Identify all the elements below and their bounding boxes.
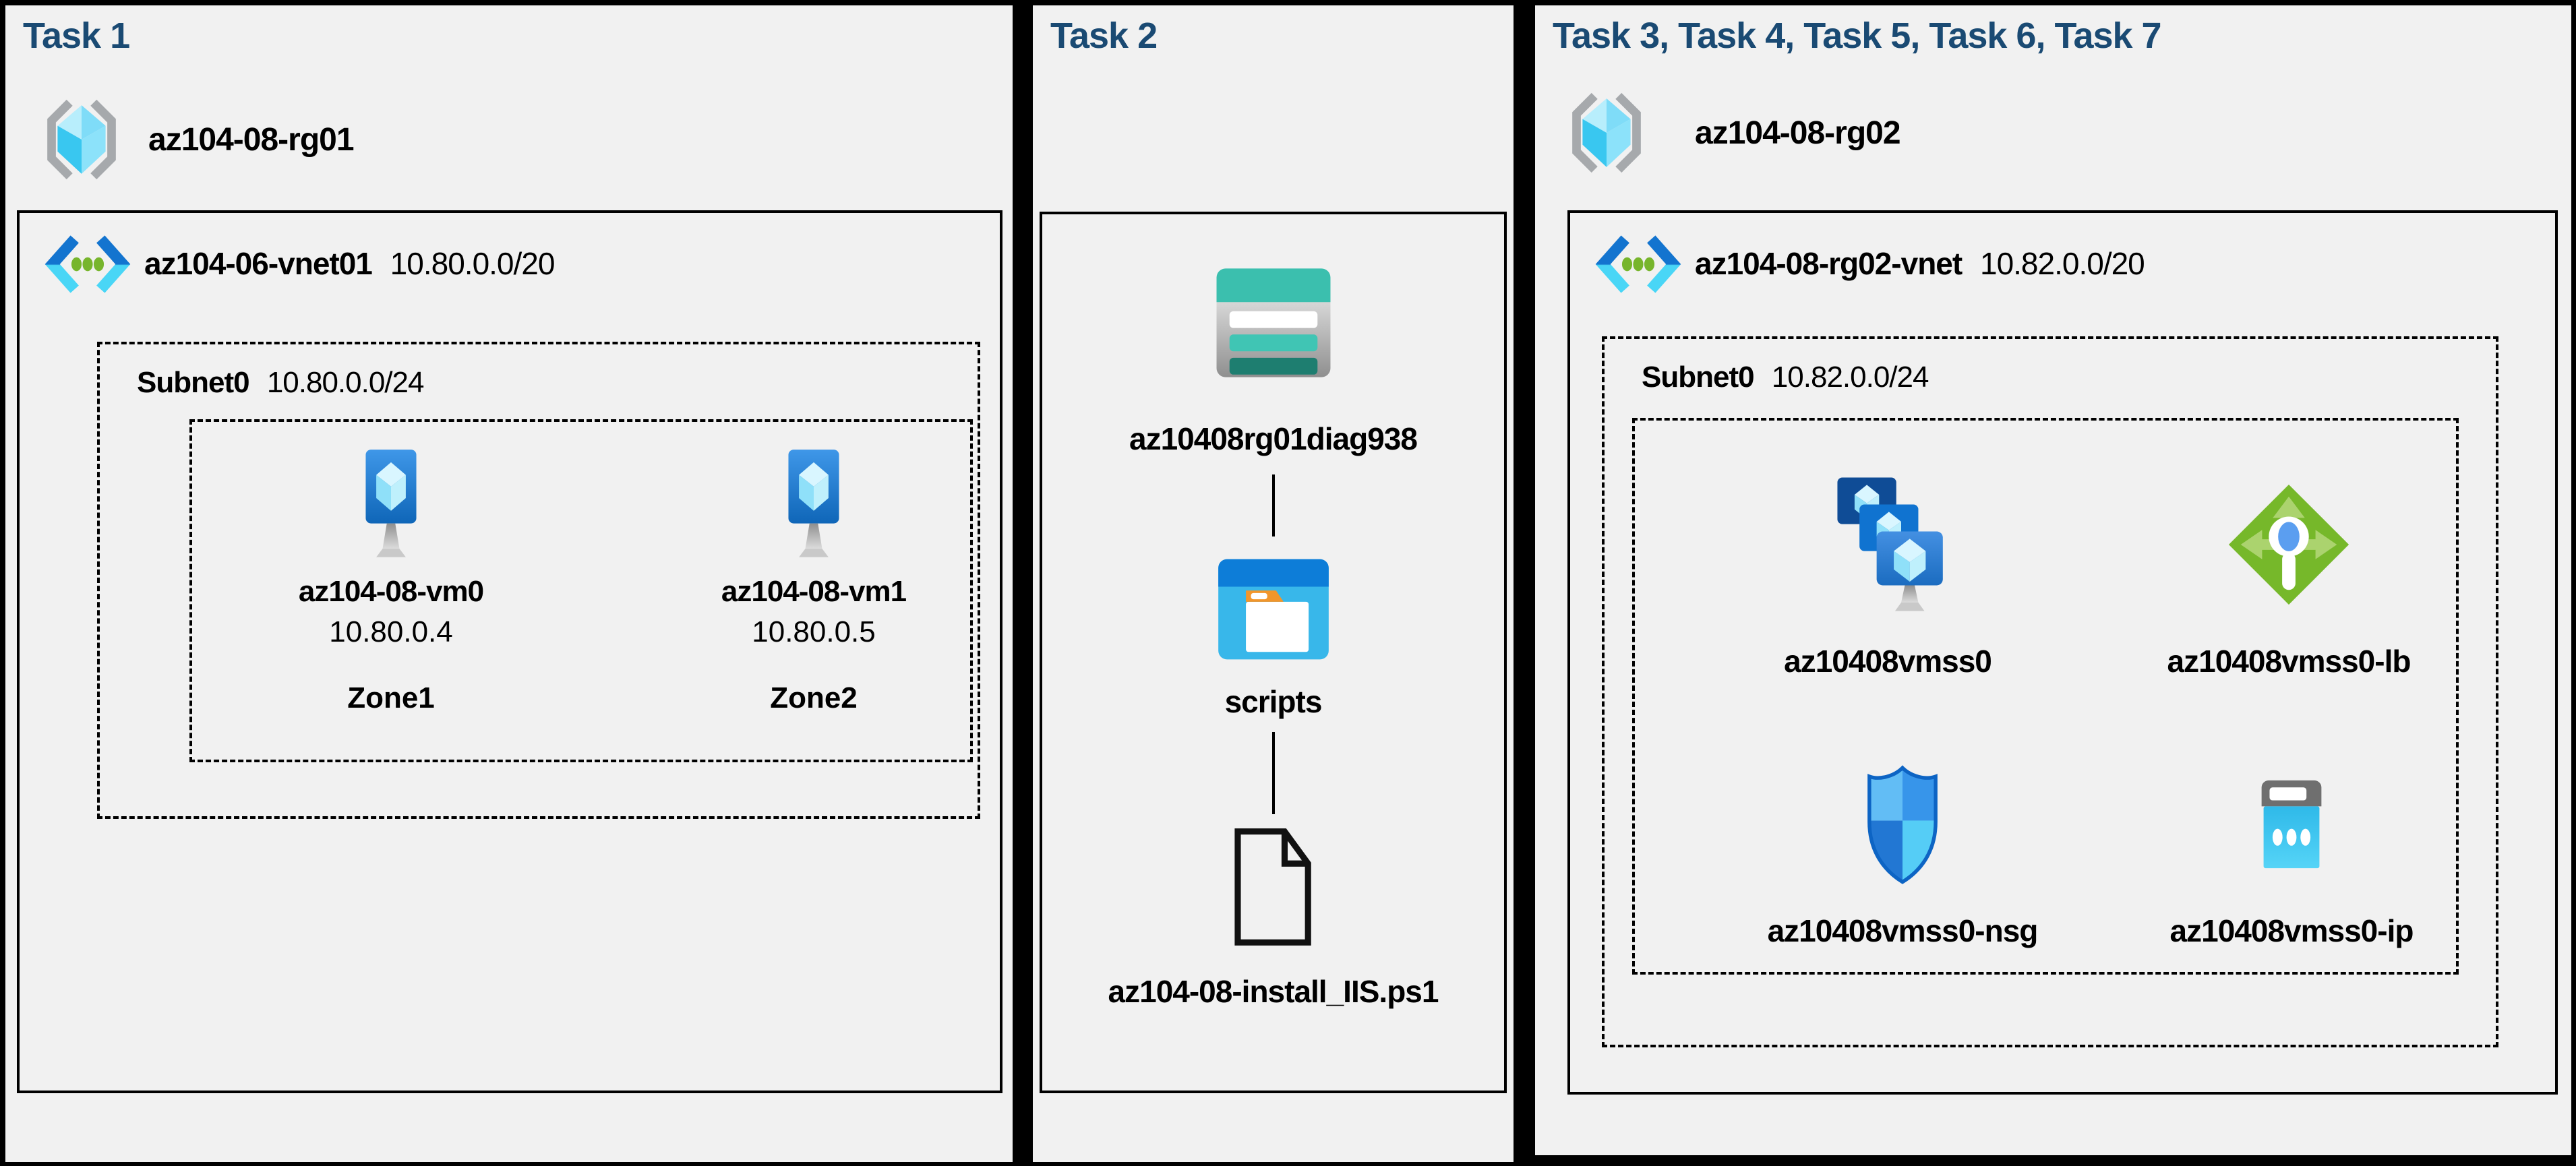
storage-account-name: az10408rg01diag938: [1129, 421, 1418, 456]
storage-account-icon: [1216, 268, 1330, 377]
connector-line: [1271, 732, 1275, 814]
vm-group-boundary: az104-08-vm0 10.80.0.4 Zone1 az104-08-vm…: [189, 419, 973, 762]
vnet-boundary: az104-06-vnet01 10.80.0.0/20 Subnet0 10.…: [17, 210, 1002, 1093]
resource-group-boundary: az10408vmss0 az104: [1632, 418, 2459, 975]
script-file-node: [1042, 824, 1504, 953]
resource-group-name: az104-08-rg02: [1695, 115, 1901, 151]
resource-group-icon: [47, 99, 116, 180]
virtual-network-icon: [44, 235, 131, 293]
vm-zone: Zone1: [347, 681, 435, 714]
task1-title: Task 1: [23, 16, 130, 56]
public-ip-node: az10408vmss0-ip: [2096, 736, 2487, 949]
nsg-name: az10408vmss0-nsg: [1767, 913, 2039, 948]
vm-ip: 10.80.0.4: [329, 615, 453, 648]
storage-account-node: [1042, 260, 1504, 389]
vnet-label: az104-06-vnet01 10.80.0.0/20: [144, 245, 556, 282]
icon-wrap: [1692, 446, 2083, 643]
vmss-icon: [1837, 477, 1943, 611]
nsg-node: az10408vmss0-nsg: [1707, 736, 2098, 949]
vm-ip: 10.80.0.5: [752, 615, 876, 648]
task3-title: Task 3, Task 4, Task 5, Task 6, Task 7: [1553, 16, 2162, 56]
public-ip-icon: [2261, 780, 2322, 869]
load-balancer-name: az10408vmss0-lb: [2167, 644, 2412, 679]
load-balancer-node: az10408vmss0-lb: [2093, 446, 2484, 679]
connector-line: [1271, 474, 1275, 536]
virtual-machine-icon: [365, 450, 417, 557]
task3-panel: Task 3, Task 4, Task 5, Task 6, Task 7 a…: [1535, 5, 2571, 1155]
vm-name: az104-08-vm0: [298, 575, 484, 608]
load-balancer-icon: [2228, 484, 2349, 605]
task2-boundary: az10408rg01diag938 scripts az104-08-inst…: [1040, 212, 1507, 1093]
vmss-node: az10408vmss0: [1692, 446, 2083, 679]
vnet-name: az104-08-rg02-vnet: [1695, 246, 1963, 281]
task2-panel: Task 2 az10408rg01diag938 scripts: [1033, 5, 1514, 1162]
public-ip-name: az10408vmss0-ip: [2169, 913, 2414, 948]
vm-name: az104-08-vm1: [721, 575, 907, 608]
resource-group-icon: [1572, 92, 1641, 173]
vnet-cidr: 10.80.0.0/20: [390, 246, 556, 281]
icon-wrap: [2093, 446, 2484, 643]
icon-wrap: [2096, 736, 2487, 913]
vm-zone: Zone2: [770, 681, 858, 714]
subnet-cidr: 10.80.0.0/24: [266, 366, 425, 399]
blob-container-icon: [1218, 559, 1329, 660]
script-file-name: az104-08-install_IIS.ps1: [1108, 974, 1439, 1009]
nsg-icon: [1867, 765, 1938, 884]
task1-panel: Task 1 az104-08-rg01 az104-06-vnet01 10.…: [5, 5, 1013, 1162]
vmss-name: az10408vmss0: [1784, 644, 1992, 679]
vnet-boundary: az104-08-rg02-vnet 10.82.0.0/20 Subnet0 …: [1567, 210, 2558, 1095]
subnet-boundary: Subnet0 10.80.0.0/24 az104-08-vm0 10.80.…: [97, 342, 980, 819]
container-name: scripts: [1224, 684, 1323, 719]
task2-title: Task 2: [1050, 16, 1158, 56]
virtual-machine-icon: [788, 450, 839, 557]
resource-group-name: az104-08-rg01: [148, 122, 355, 158]
subnet-label: Subnet0 10.82.0.0/24: [1642, 361, 1929, 394]
vm-node: az104-08-vm0 10.80.0.4 Zone1: [263, 448, 519, 715]
vnet-label: az104-08-rg02-vnet 10.82.0.0/20: [1695, 245, 2145, 282]
blob-container-node: [1042, 551, 1504, 671]
subnet-boundary: Subnet0 10.82.0.0/24: [1602, 336, 2498, 1047]
script-file-icon: [1234, 828, 1311, 946]
vnet-name: az104-06-vnet01: [144, 246, 373, 281]
subnet-cidr: 10.82.0.0/24: [1771, 361, 1929, 394]
subnet-label: Subnet0 10.80.0.0/24: [137, 366, 425, 400]
vm-node: az104-08-vm1 10.80.0.5 Zone2: [686, 448, 942, 715]
subnet-name: Subnet0: [1642, 361, 1755, 394]
subnet-name: Subnet0: [137, 366, 250, 399]
icon-wrap: [1707, 736, 2098, 913]
virtual-network-icon: [1595, 235, 1681, 293]
vnet-cidr: 10.82.0.0/20: [1979, 246, 2145, 281]
